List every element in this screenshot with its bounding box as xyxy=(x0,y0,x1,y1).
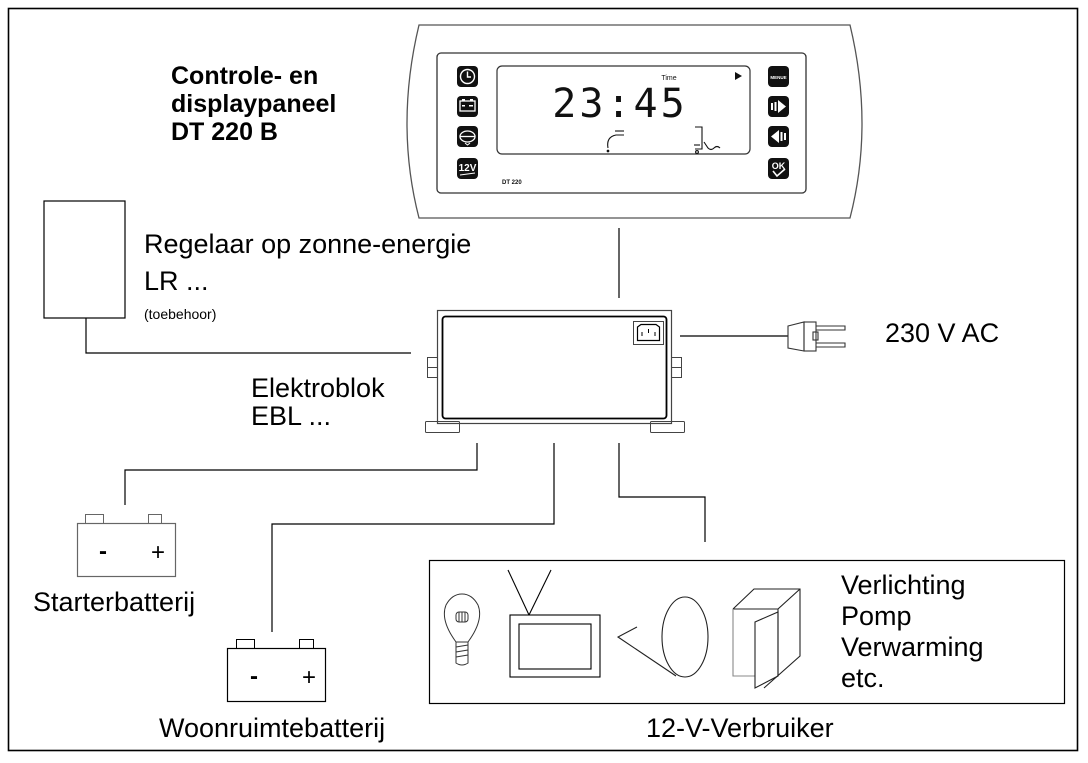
forward-button[interactable] xyxy=(768,96,789,117)
iec-socket-icon xyxy=(633,321,664,345)
consumer-item: Pomp xyxy=(841,601,912,631)
lcd-time-label: Time xyxy=(661,75,676,82)
ebl-unit xyxy=(425,309,685,433)
starter-battery-body xyxy=(76,522,177,578)
control-panel: 12V MENUE OK xyxy=(406,24,863,219)
tank-button[interactable] xyxy=(457,126,478,147)
consumers-box xyxy=(428,559,1066,705)
panel-face xyxy=(436,52,807,194)
battery-button[interactable] xyxy=(457,96,478,117)
pump-icon xyxy=(616,596,709,678)
living-battery-terminal-neg xyxy=(236,639,255,649)
consumers-caption: 12-V-Verbruiker xyxy=(646,713,834,743)
12v-button[interactable]: 12V xyxy=(457,158,478,179)
starter-battery-minus: - xyxy=(99,538,107,565)
12v-icon: 12V xyxy=(459,163,477,174)
living-battery-body xyxy=(226,647,327,703)
12v-underline xyxy=(459,172,476,176)
ebl-right-foot xyxy=(650,421,685,433)
lcd-time: 23:45 xyxy=(552,81,687,127)
ebl-label: Elektroblok EBL ... xyxy=(251,374,385,430)
menue-button[interactable]: MENUE xyxy=(768,66,789,87)
bulb-icon xyxy=(443,593,481,666)
ok-check xyxy=(772,168,786,178)
solar-regulator-label: Regelaar op zonne-energie xyxy=(144,229,472,259)
cable-consumers xyxy=(618,443,706,542)
ebl-front xyxy=(441,315,668,420)
living-battery-label: Woonruimtebatterij xyxy=(159,713,386,743)
living-battery-terminal-pos xyxy=(299,639,314,649)
lcd-screen xyxy=(496,65,751,155)
panel-title: Controle- en displaypaneel DT 220 B xyxy=(171,62,336,146)
solar-regulator-box xyxy=(43,200,126,319)
panel-title-line-3: DT 220 B xyxy=(171,118,278,146)
ok-button[interactable]: OK xyxy=(768,158,789,179)
ebl-label-line-2: EBL ... xyxy=(251,401,332,431)
outer-frame xyxy=(7,7,1079,752)
ok-icon: OK xyxy=(772,161,786,171)
heater-icon xyxy=(732,588,801,689)
cable-living-battery xyxy=(271,443,555,632)
panel-bezel xyxy=(406,24,863,219)
mains-plug-icon xyxy=(787,321,846,352)
consumers-list: Verlichting Pomp Verwarming etc. xyxy=(841,570,984,694)
menue-icon: MENUE xyxy=(770,75,786,80)
panel-model-label: DT 220 xyxy=(502,180,522,186)
clock-icon xyxy=(459,68,476,85)
lcd-arrow-icon xyxy=(735,72,742,80)
ok-button-bg xyxy=(768,158,789,179)
cable-solar-ebl xyxy=(85,318,411,354)
living-battery: - + xyxy=(226,639,327,703)
living-battery-minus: - xyxy=(250,663,258,690)
starter-battery: - + xyxy=(76,514,177,578)
menue-button-bg xyxy=(768,66,789,87)
backward-button[interactable] xyxy=(768,126,789,147)
cable-starter-battery xyxy=(124,443,478,505)
battery-icon xyxy=(459,99,476,112)
water-tap-icon xyxy=(606,130,624,153)
tv-icon xyxy=(507,569,601,678)
mains-label: 230 V AC xyxy=(885,318,1000,348)
solar-regulator-model: LR ... xyxy=(144,266,209,296)
consumer-item: Verwarming xyxy=(841,632,984,662)
consumer-item: Verlichting xyxy=(841,570,966,600)
starter-battery-terminal-neg xyxy=(85,514,104,524)
tank-icon xyxy=(459,130,476,146)
panel-title-line-2: displaypaneel xyxy=(171,90,337,118)
ebl-left-foot xyxy=(425,421,460,433)
ebl-label-line-1: Elektroblok xyxy=(251,373,385,403)
panel-title-line-1: Controle- en xyxy=(171,62,319,90)
forward-icon xyxy=(771,100,786,113)
clock-button[interactable] xyxy=(457,66,478,87)
starter-battery-terminal-pos xyxy=(148,514,162,524)
living-battery-plus: + xyxy=(302,664,316,691)
consumer-item: etc. xyxy=(841,663,885,693)
backward-icon xyxy=(771,130,786,143)
vehicle-icon xyxy=(694,126,721,154)
starter-battery-plus: + xyxy=(151,539,165,566)
starter-battery-label: Starterbatterij xyxy=(33,587,196,617)
solar-regulator-note: (toebehoor) xyxy=(144,306,217,322)
ebl-housing xyxy=(436,309,673,425)
